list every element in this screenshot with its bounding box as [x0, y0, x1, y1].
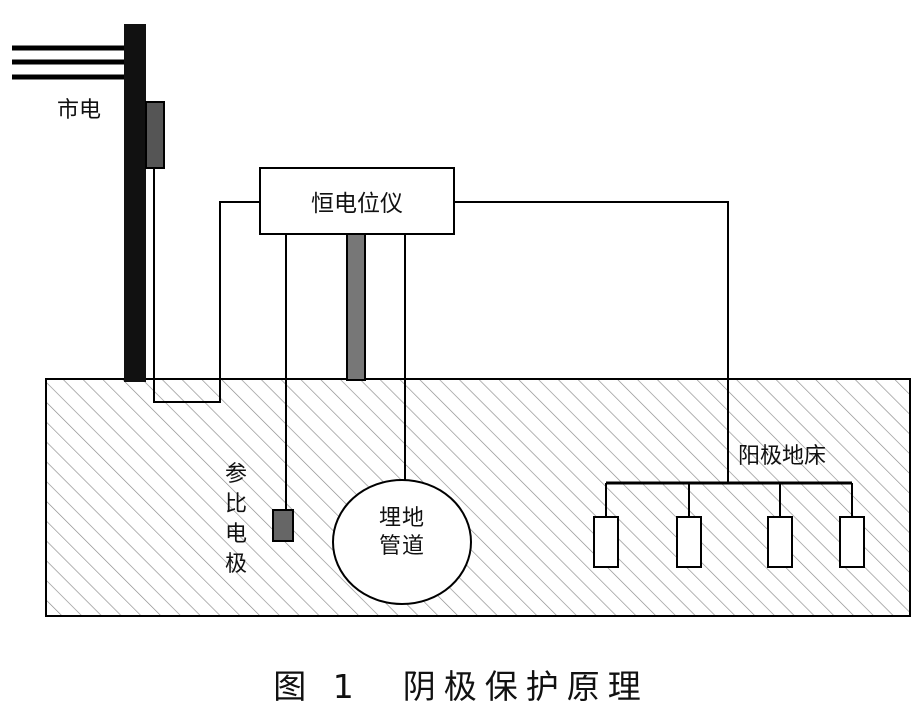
label-pipeline-line1: 埋地: [378, 506, 425, 531]
anode-3: [767, 516, 793, 568]
label-reference-electrode: 参比电极: [224, 462, 247, 577]
wire-pole-to-potentiostat: [153, 168, 260, 403]
ground-area: [45, 378, 911, 617]
ground-post: [346, 233, 366, 381]
pole-transformer: [145, 101, 165, 169]
buried-pipeline: [332, 479, 472, 605]
label-potentiostat-text: 恒电位仪: [311, 191, 403, 217]
label-pipeline-line2: 管道: [378, 534, 425, 559]
anode-1: [593, 516, 619, 568]
label-pipeline: 埋地 管道: [335, 505, 469, 561]
utility-pole: [124, 24, 146, 382]
anode-2: [676, 516, 702, 568]
reference-electrode-block: [272, 509, 294, 542]
label-anode-bed: 阳极地床: [738, 444, 827, 469]
figure-caption: 图 1 阴极保护原理: [273, 667, 649, 706]
anode-4: [839, 516, 865, 568]
label-mains: 市电: [57, 98, 102, 123]
wire-anode: [454, 201, 729, 483]
potentiostat-box: [259, 167, 455, 235]
label-potentiostat: 恒电位仪: [260, 168, 454, 234]
